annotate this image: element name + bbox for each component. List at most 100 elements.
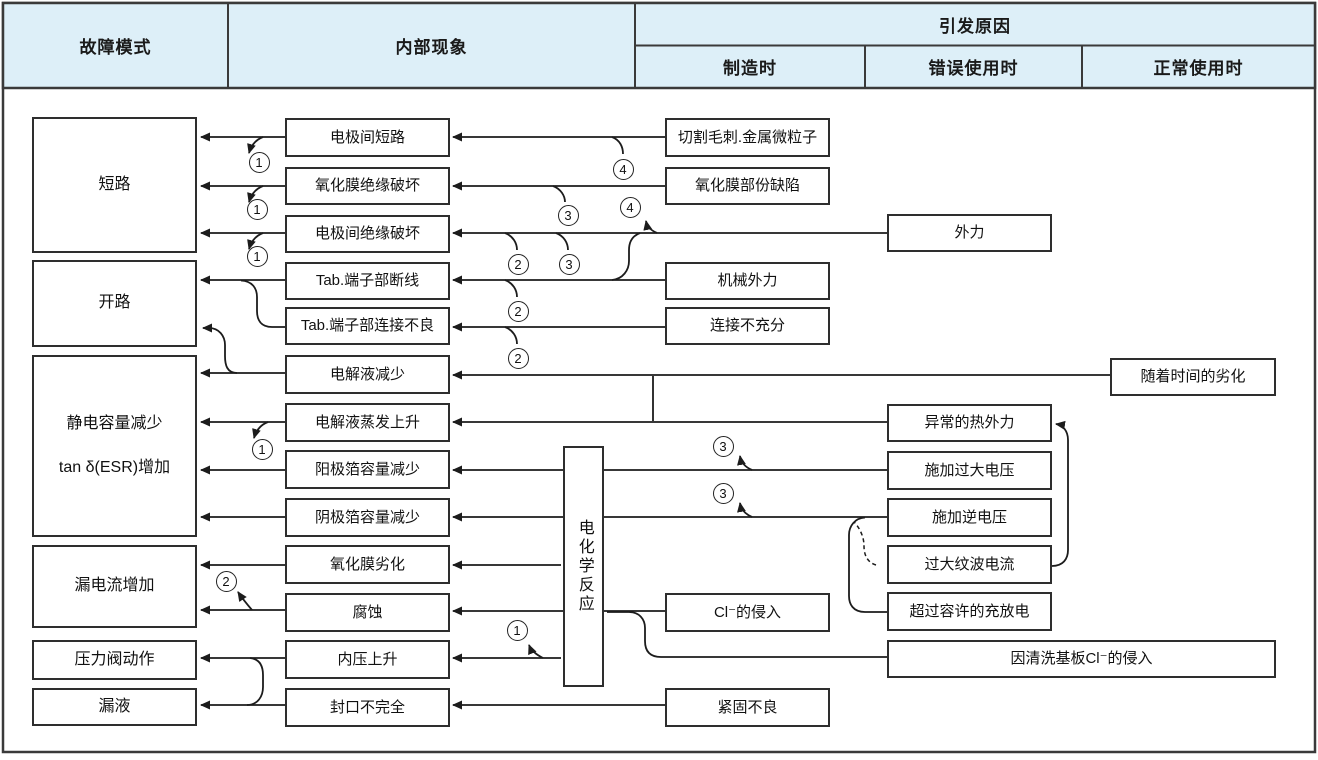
node-capacitance-decrease-label: 静电容量减少 [66, 414, 163, 432]
node-electrolyte-decrease: 电解液减少 [285, 355, 450, 394]
connector-badge-3: 3 [558, 253, 580, 275]
node-excessive-voltage: 施加过大电压 [887, 451, 1052, 490]
connector-badge-4: 4 [619, 196, 641, 218]
node-cutting-burrs-metal-particles: 切割毛刺.金属微粒子 [665, 118, 830, 157]
node-inter-electrode-insulation-breakdown-label: 电极间绝缘破坏 [314, 225, 420, 243]
header-sub-misuse-label: 错误使用时 [928, 59, 1019, 78]
node-insufficient-connection-label: 连接不充分 [709, 317, 785, 335]
node-excessive-voltage-label: 施加过大电压 [924, 461, 1015, 479]
node-chloride-intrusion: Cl⁻的侵入 [665, 593, 830, 632]
node-deterioration-over-time: 随着时间的劣化 [1110, 358, 1276, 396]
node-cathode-foil-capacity-decrease-label: 阴极箔容量减少 [314, 508, 420, 526]
node-reverse-voltage-label: 施加逆电压 [931, 508, 1007, 526]
connector-4-label: 4 [619, 161, 627, 177]
node-capacitance-decrease: 静电容量减少 tan δ(ESR)增加 [32, 355, 197, 537]
node-tab-terminal-disconnection: Tab.端子部断线 [285, 262, 450, 300]
connector-badge-1: 1 [246, 245, 268, 267]
connector-badge-1: 1 [506, 619, 528, 641]
connector-badge-1: 1 [251, 438, 273, 460]
header-sub-misuse: 错误使用时 [865, 45, 1082, 88]
node-mechanical-force-label: 机械外力 [717, 272, 778, 290]
node-leakage-current-increase: 漏电流增加 [32, 545, 197, 628]
node-tab-terminal-poor-connection-label: Tab.端子部连接不良 [300, 317, 435, 335]
node-excessive-ripple-current-label: 过大纹波电流 [924, 555, 1015, 573]
node-tab-terminal-disconnection-label: Tab.端子部断线 [315, 272, 420, 290]
connector-3-label: 3 [719, 485, 727, 501]
header-internal-phenomenon: 内部现象 [228, 3, 635, 88]
node-cathode-foil-capacity-decrease: 阴极箔容量减少 [285, 498, 450, 537]
node-electrolyte-evaporation: 电解液蒸发上升 [285, 403, 450, 442]
node-electrochemical-reaction: 电化学反应 [563, 446, 604, 687]
header-sub-manufacturing-label: 制造时 [723, 59, 777, 78]
connector-1-label: 1 [513, 622, 521, 638]
node-board-cleaning-chloride-intrusion: 因清洗基板Cl⁻的侵入 [887, 640, 1276, 678]
connector-2-label: 2 [222, 573, 230, 589]
connector-badge-2: 2 [507, 253, 529, 275]
node-cutting-burrs-metal-particles-label: 切割毛刺.金属微粒子 [677, 128, 818, 146]
node-tab-terminal-poor-connection: Tab.端子部连接不良 [285, 307, 450, 345]
node-anode-foil-capacity-decrease-label: 阳极箔容量减少 [314, 460, 420, 478]
node-internal-pressure-rise: 内压上升 [285, 640, 450, 679]
node-excessive-charge-discharge-label: 超过容许的充放电 [909, 602, 1030, 620]
connector-2-label: 2 [514, 303, 522, 319]
node-oxide-film-insulation-breakdown-label: 氧化膜绝缘破坏 [314, 177, 420, 195]
node-pressure-valve-operation-label: 压力阀动作 [74, 650, 155, 668]
connector-3-label: 3 [564, 207, 572, 223]
node-internal-pressure-rise-label: 内压上升 [337, 650, 398, 668]
node-electrochemical-reaction-label: 电化学反应 [575, 519, 593, 614]
connector-badge-2: 2 [215, 570, 237, 592]
node-oxide-film-degradation-label: 氧化膜劣化 [329, 555, 405, 573]
node-oxide-film-partial-defect: 氧化膜部份缺陷 [665, 167, 830, 205]
node-reverse-voltage: 施加逆电压 [887, 498, 1052, 537]
node-pressure-valve-operation: 压力阀动作 [32, 640, 197, 680]
node-incomplete-sealing-label: 封口不完全 [329, 698, 405, 716]
node-chloride-intrusion-label: Cl⁻的侵入 [713, 603, 782, 621]
node-abnormal-thermal-force-label: 异常的热外力 [924, 414, 1015, 432]
node-mechanical-force: 机械外力 [665, 262, 830, 300]
header-cause: 引发原因 [635, 3, 1315, 45]
connector-1-label: 1 [255, 154, 263, 170]
connector-badge-1: 1 [246, 198, 268, 220]
connector-3-label: 3 [565, 256, 573, 272]
connector-2-label: 2 [514, 256, 522, 272]
node-short-circuit: 短路 [32, 117, 197, 253]
connector-badge-3: 3 [712, 435, 734, 457]
header-failure-mode: 故障模式 [3, 3, 228, 88]
node-external-force-label: 外力 [954, 224, 985, 242]
header-failure-mode-label: 故障模式 [79, 38, 152, 57]
node-inter-electrode-insulation-breakdown: 电极间绝缘破坏 [285, 215, 450, 253]
header-internal-phenomenon-label: 内部现象 [395, 38, 468, 57]
connector-3-label: 3 [719, 438, 727, 454]
node-oxide-film-degradation: 氧化膜劣化 [285, 545, 450, 584]
connector-badge-1: 1 [248, 151, 270, 173]
node-insufficient-connection: 连接不充分 [665, 307, 830, 345]
node-esr-increase-label: tan δ(ESR)增加 [58, 459, 171, 476]
connector-1-label: 1 [258, 441, 266, 457]
header-sub-manufacturing: 制造时 [635, 45, 865, 88]
node-open-circuit: 开路 [32, 260, 197, 347]
connector-badge-4: 4 [612, 158, 634, 180]
connector-badge-2: 2 [507, 347, 529, 369]
node-anode-foil-capacity-decrease: 阳极箔容量减少 [285, 450, 450, 489]
connector-1-label: 1 [253, 248, 261, 264]
node-oxide-film-partial-defect-label: 氧化膜部份缺陷 [694, 177, 800, 195]
node-electrolyte-evaporation-label: 电解液蒸发上升 [314, 413, 420, 431]
connector-4-label: 4 [626, 199, 634, 215]
node-poor-fastening: 紧固不良 [665, 688, 830, 727]
connector-badge-3: 3 [557, 204, 579, 226]
node-abnormal-thermal-force: 异常的热外力 [887, 404, 1052, 442]
node-incomplete-sealing: 封口不完全 [285, 688, 450, 727]
node-liquid-leakage: 漏液 [32, 688, 197, 726]
header-cause-label: 引发原因 [939, 16, 1011, 36]
node-leakage-current-increase-label: 漏电流增加 [74, 577, 155, 595]
connector-badge-2: 2 [507, 300, 529, 322]
connector-1-label: 1 [253, 201, 261, 217]
flow-lines [200, 132, 1110, 710]
node-short-circuit-label: 短路 [98, 175, 131, 193]
header-sub-normal-use-label: 正常使用时 [1153, 59, 1244, 78]
connector-2-label: 2 [514, 350, 522, 366]
node-inter-electrode-short: 电极间短路 [285, 118, 450, 157]
